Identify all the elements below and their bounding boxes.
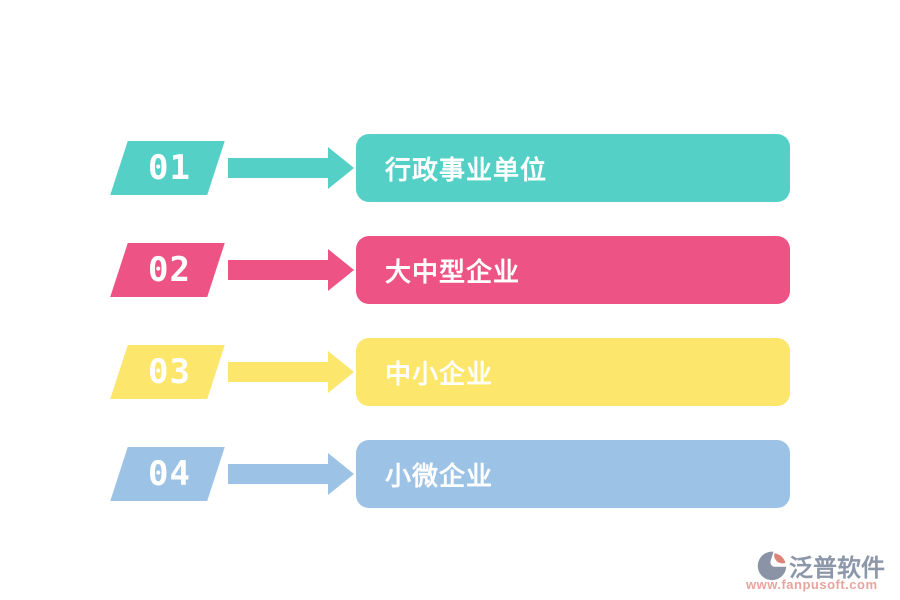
step-label: 小微企业: [385, 460, 494, 491]
step-row-2: 02 大中型企业: [0, 236, 900, 304]
step-label: 大中型企业: [385, 256, 521, 287]
step-label-bar: 大中型企业: [356, 236, 790, 304]
step-number: 01: [148, 148, 191, 188]
step-number: 03: [148, 352, 191, 392]
watermark: 泛普软件 www.fanpusoft.com: [744, 548, 894, 598]
right-arrow-icon: [228, 351, 354, 393]
step-row-3: 03 中小企业: [0, 338, 900, 406]
step-label-bar: 中小企业: [356, 338, 790, 406]
watermark-url: www.fanpusoft.com: [746, 577, 878, 592]
right-arrow-icon: [228, 249, 354, 291]
step-row-4: 04 小微企业: [0, 440, 900, 508]
step-label: 中小企业: [385, 358, 494, 389]
step-row-1: 01 行政事业单位: [0, 134, 900, 202]
step-label-bar: 小微企业: [356, 440, 790, 508]
right-arrow-icon: [228, 147, 354, 189]
step-label: 行政事业单位: [385, 154, 548, 185]
fanpu-logo-icon: [757, 551, 787, 581]
watermark-brand: 泛普软件: [789, 555, 885, 582]
step-label-bar: 行政事业单位: [356, 134, 790, 202]
step-number: 02: [148, 250, 191, 290]
right-arrow-icon: [228, 453, 354, 495]
step-number: 04: [148, 454, 191, 494]
